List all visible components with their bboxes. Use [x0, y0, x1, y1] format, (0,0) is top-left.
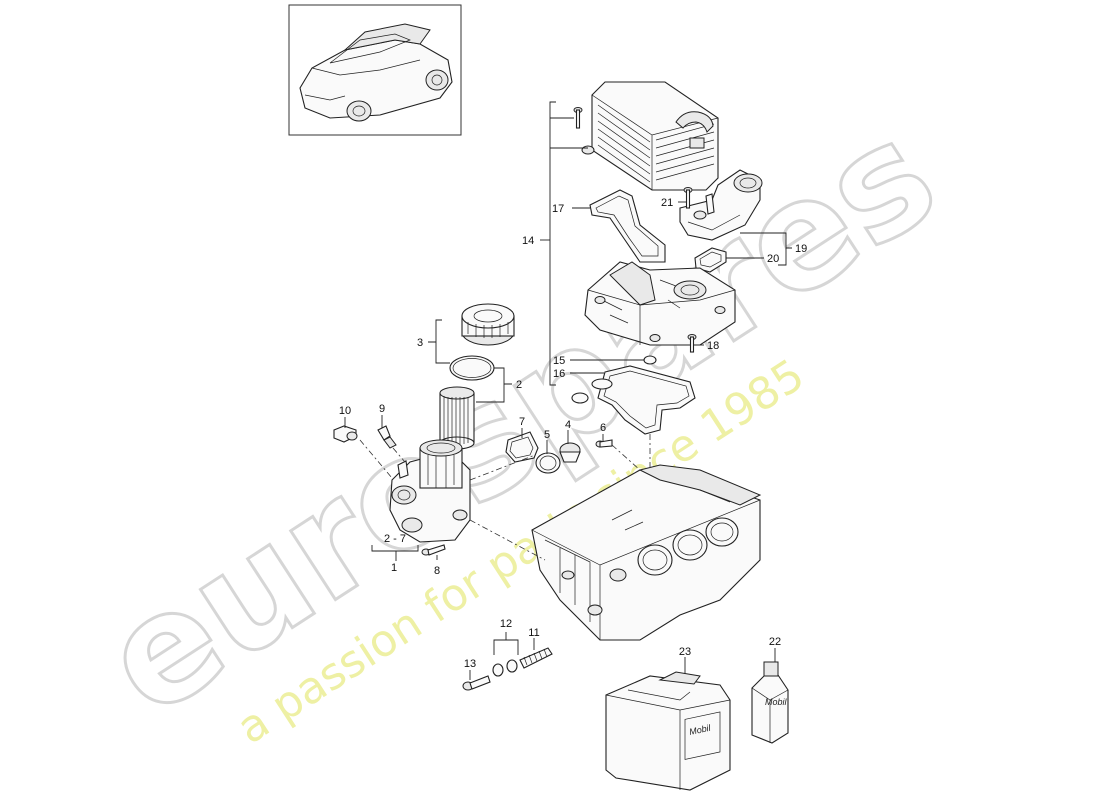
callout-19: 19	[795, 243, 807, 255]
oil-filter-housing	[389, 439, 471, 543]
pressure-valve-plug	[462, 675, 491, 691]
filter-o-ring	[449, 355, 495, 381]
cooler-gasket	[589, 189, 666, 263]
callout-5: 5	[544, 429, 550, 441]
thermostat-bolt	[595, 439, 613, 448]
callout-12: 12	[500, 618, 512, 630]
pressure-valve-seal	[492, 659, 518, 677]
callout-4: 4	[565, 419, 571, 431]
thermostat	[559, 442, 581, 463]
car-illustration	[299, 23, 453, 122]
oil-canister: Mobil	[605, 671, 731, 791]
callout-8: 8	[434, 565, 440, 577]
pressure-valve-spring	[519, 647, 553, 669]
callout-10: 10	[339, 405, 351, 417]
housing-bolt	[687, 334, 697, 353]
small-seal-15	[643, 355, 657, 365]
cooler-bolt	[573, 107, 583, 129]
callout-1: 1	[391, 562, 397, 574]
callout-7: 7	[519, 416, 525, 428]
canister-brand: Mobil	[688, 722, 712, 736]
callout-13: 13	[464, 658, 476, 670]
filter-cap	[461, 303, 515, 346]
callout-14: 14	[522, 235, 534, 247]
callout-11: 11	[528, 627, 539, 639]
connection-line	[469, 519, 546, 561]
callout-18: 18	[707, 340, 719, 352]
callout-9: 9	[379, 403, 385, 415]
connection-line	[359, 439, 393, 479]
callout-22: 22	[769, 636, 781, 648]
engine-block	[531, 464, 762, 641]
callout-21: 21	[661, 197, 673, 209]
callout-15: 15	[553, 355, 565, 367]
connection-fitting	[679, 169, 763, 241]
oil-cooler	[581, 81, 719, 191]
housing-mount-bolt	[421, 544, 446, 556]
callout-labels: 1 2 3 4 5 6 7 8 9 10 11 12 13 14 15 16 1…	[339, 197, 807, 670]
bottle-brand: Mobil	[765, 697, 788, 707]
callout-17: 17	[552, 203, 564, 215]
connection-line	[611, 444, 641, 471]
connection-line	[392, 447, 406, 463]
callout-6: 6	[600, 422, 606, 434]
oil-sensor	[333, 425, 358, 443]
callout-20: 20	[767, 253, 779, 265]
pressure-switch	[377, 425, 397, 449]
filter-housing-block	[584, 261, 736, 346]
callout-16: 16	[553, 368, 565, 380]
fitting-bolt	[683, 187, 693, 209]
housing-gasket	[571, 365, 696, 435]
callout-2-7: 2 - 7	[384, 533, 406, 545]
callout-23: 23	[679, 646, 691, 658]
filter-element	[439, 386, 475, 450]
callout-3: 3	[417, 337, 423, 349]
callout-2: 2	[516, 379, 522, 391]
thermostat-ring	[535, 452, 561, 474]
leader-lines	[344, 101, 792, 680]
fitting-seal	[694, 247, 727, 273]
connection-line	[469, 454, 536, 481]
oil-bottle: Mobil	[751, 661, 789, 744]
thermostat-gasket	[505, 431, 539, 463]
vehicle-thumbnail	[288, 4, 462, 136]
